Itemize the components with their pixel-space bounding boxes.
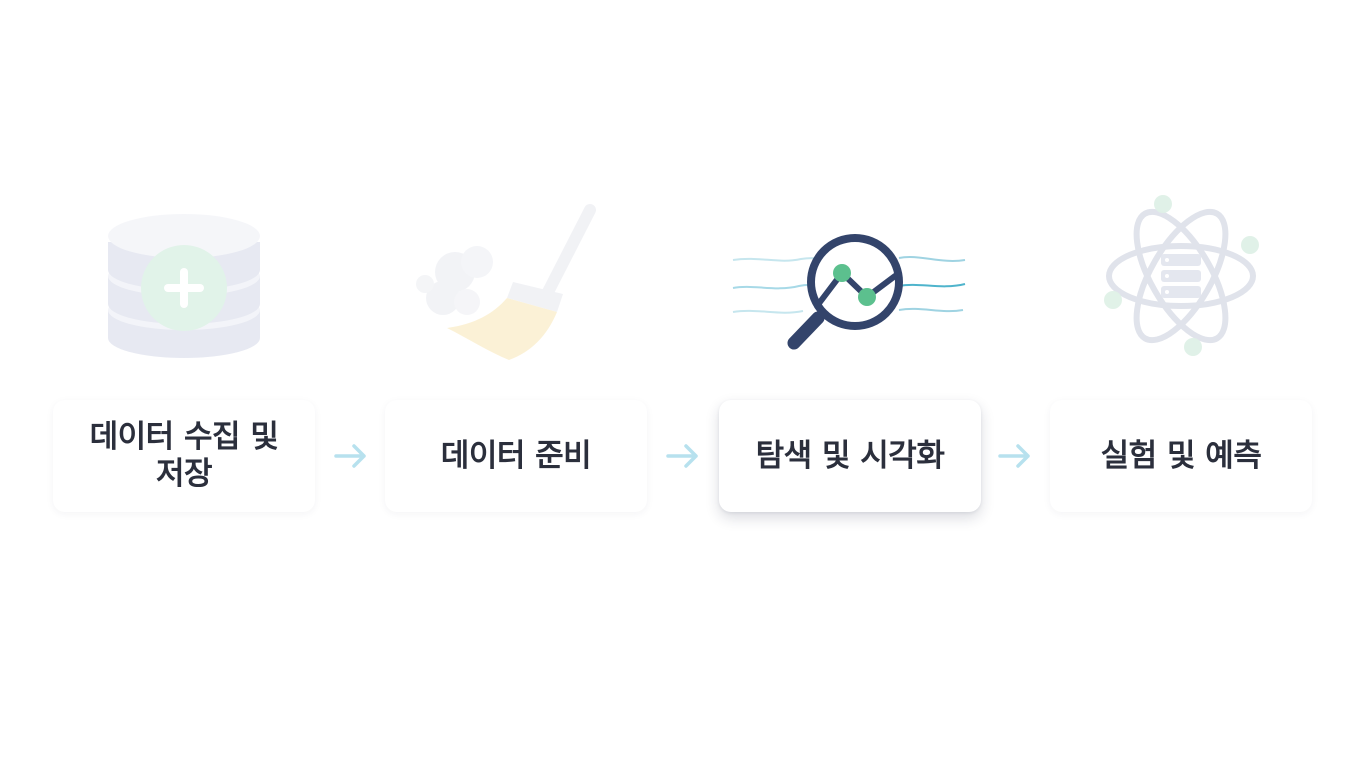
step-card-explore-visualize: 탐색 및 시각화 [719,400,981,512]
step-card-collect-store: 데이터 수집 및 저장 [53,400,315,512]
step-label: 데이터 준비 [440,437,592,474]
magnifier-chart-icon [719,190,981,370]
broom-icon [385,190,647,370]
step-label: 실험 및 예측 [1100,437,1262,474]
step-label: 탐색 및 시각화 [755,437,945,474]
arrow-right-icon [665,440,701,472]
step-card-experiment-predict: 실험 및 예측 [1050,400,1312,512]
database-add-icon [53,190,315,370]
atom-icon [1050,190,1312,370]
step-card-prepare: 데이터 준비 [385,400,647,512]
arrow-right-icon [333,440,369,472]
arrow-right-icon [997,440,1033,472]
step-label: 데이터 수집 및 저장 [89,419,279,492]
